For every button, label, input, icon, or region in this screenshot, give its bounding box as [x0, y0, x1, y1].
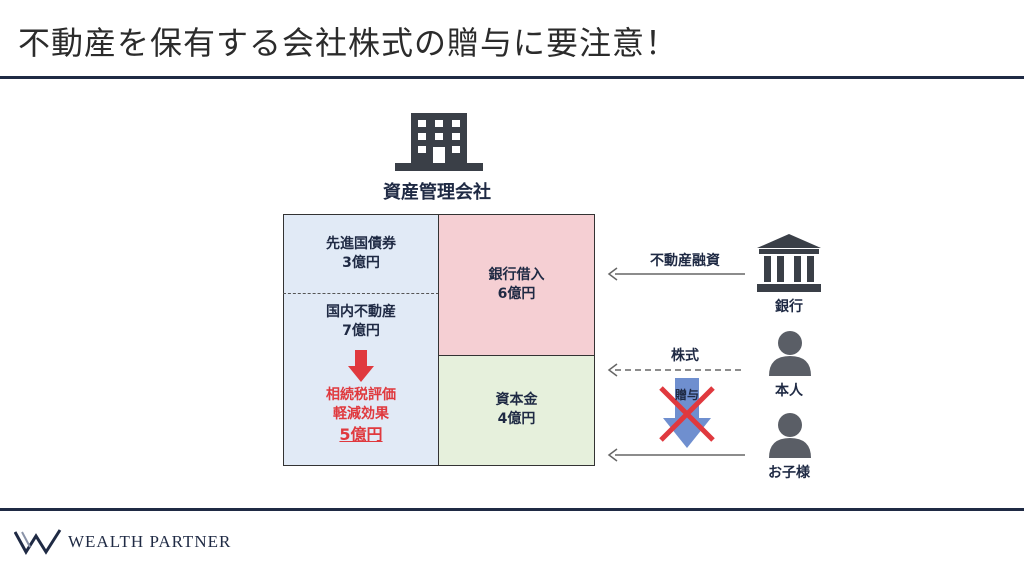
loan-arrow: [607, 267, 745, 281]
bank-icon: [757, 234, 821, 292]
assets-box: [283, 214, 439, 466]
child-arrow: [607, 448, 745, 462]
assets-divider: [283, 293, 439, 294]
real-estate-text: 国内不動産 7億円: [326, 304, 396, 339]
bottom-divider: [0, 508, 1024, 511]
capital-text: 資本金 4億円: [495, 392, 538, 427]
person-icon: [769, 331, 811, 376]
gift-label: 贈与: [674, 388, 699, 402]
crossed-gift-arrow-icon: [659, 378, 715, 448]
bank-label: 銀行: [775, 299, 803, 315]
top-divider: [0, 76, 1024, 79]
equity-box: [438, 355, 595, 466]
bonds-text: 先進国債券 3億円: [326, 236, 396, 271]
stock-arrow: [607, 363, 745, 377]
bank-loan-text: 銀行借入 6億円: [488, 267, 545, 302]
page-title: 不動産を保有する会社株式の贈与に要注意！: [18, 24, 679, 62]
person-icon: [769, 413, 811, 458]
brand-name: WEALTH PARTNER: [68, 532, 232, 551]
wp-logo-icon: [14, 529, 62, 555]
self-label: 本人: [775, 383, 803, 399]
stock-label: 株式: [671, 348, 699, 364]
child-label: お子様: [768, 465, 810, 481]
building-icon: [395, 113, 483, 171]
loan-label: 不動産融資: [650, 253, 720, 269]
tax-reduction-text: 相続税評価 軽減効果 5億円: [326, 387, 396, 444]
decrease-arrow-icon: [348, 350, 374, 382]
company-label: 資産管理会社: [383, 182, 491, 203]
